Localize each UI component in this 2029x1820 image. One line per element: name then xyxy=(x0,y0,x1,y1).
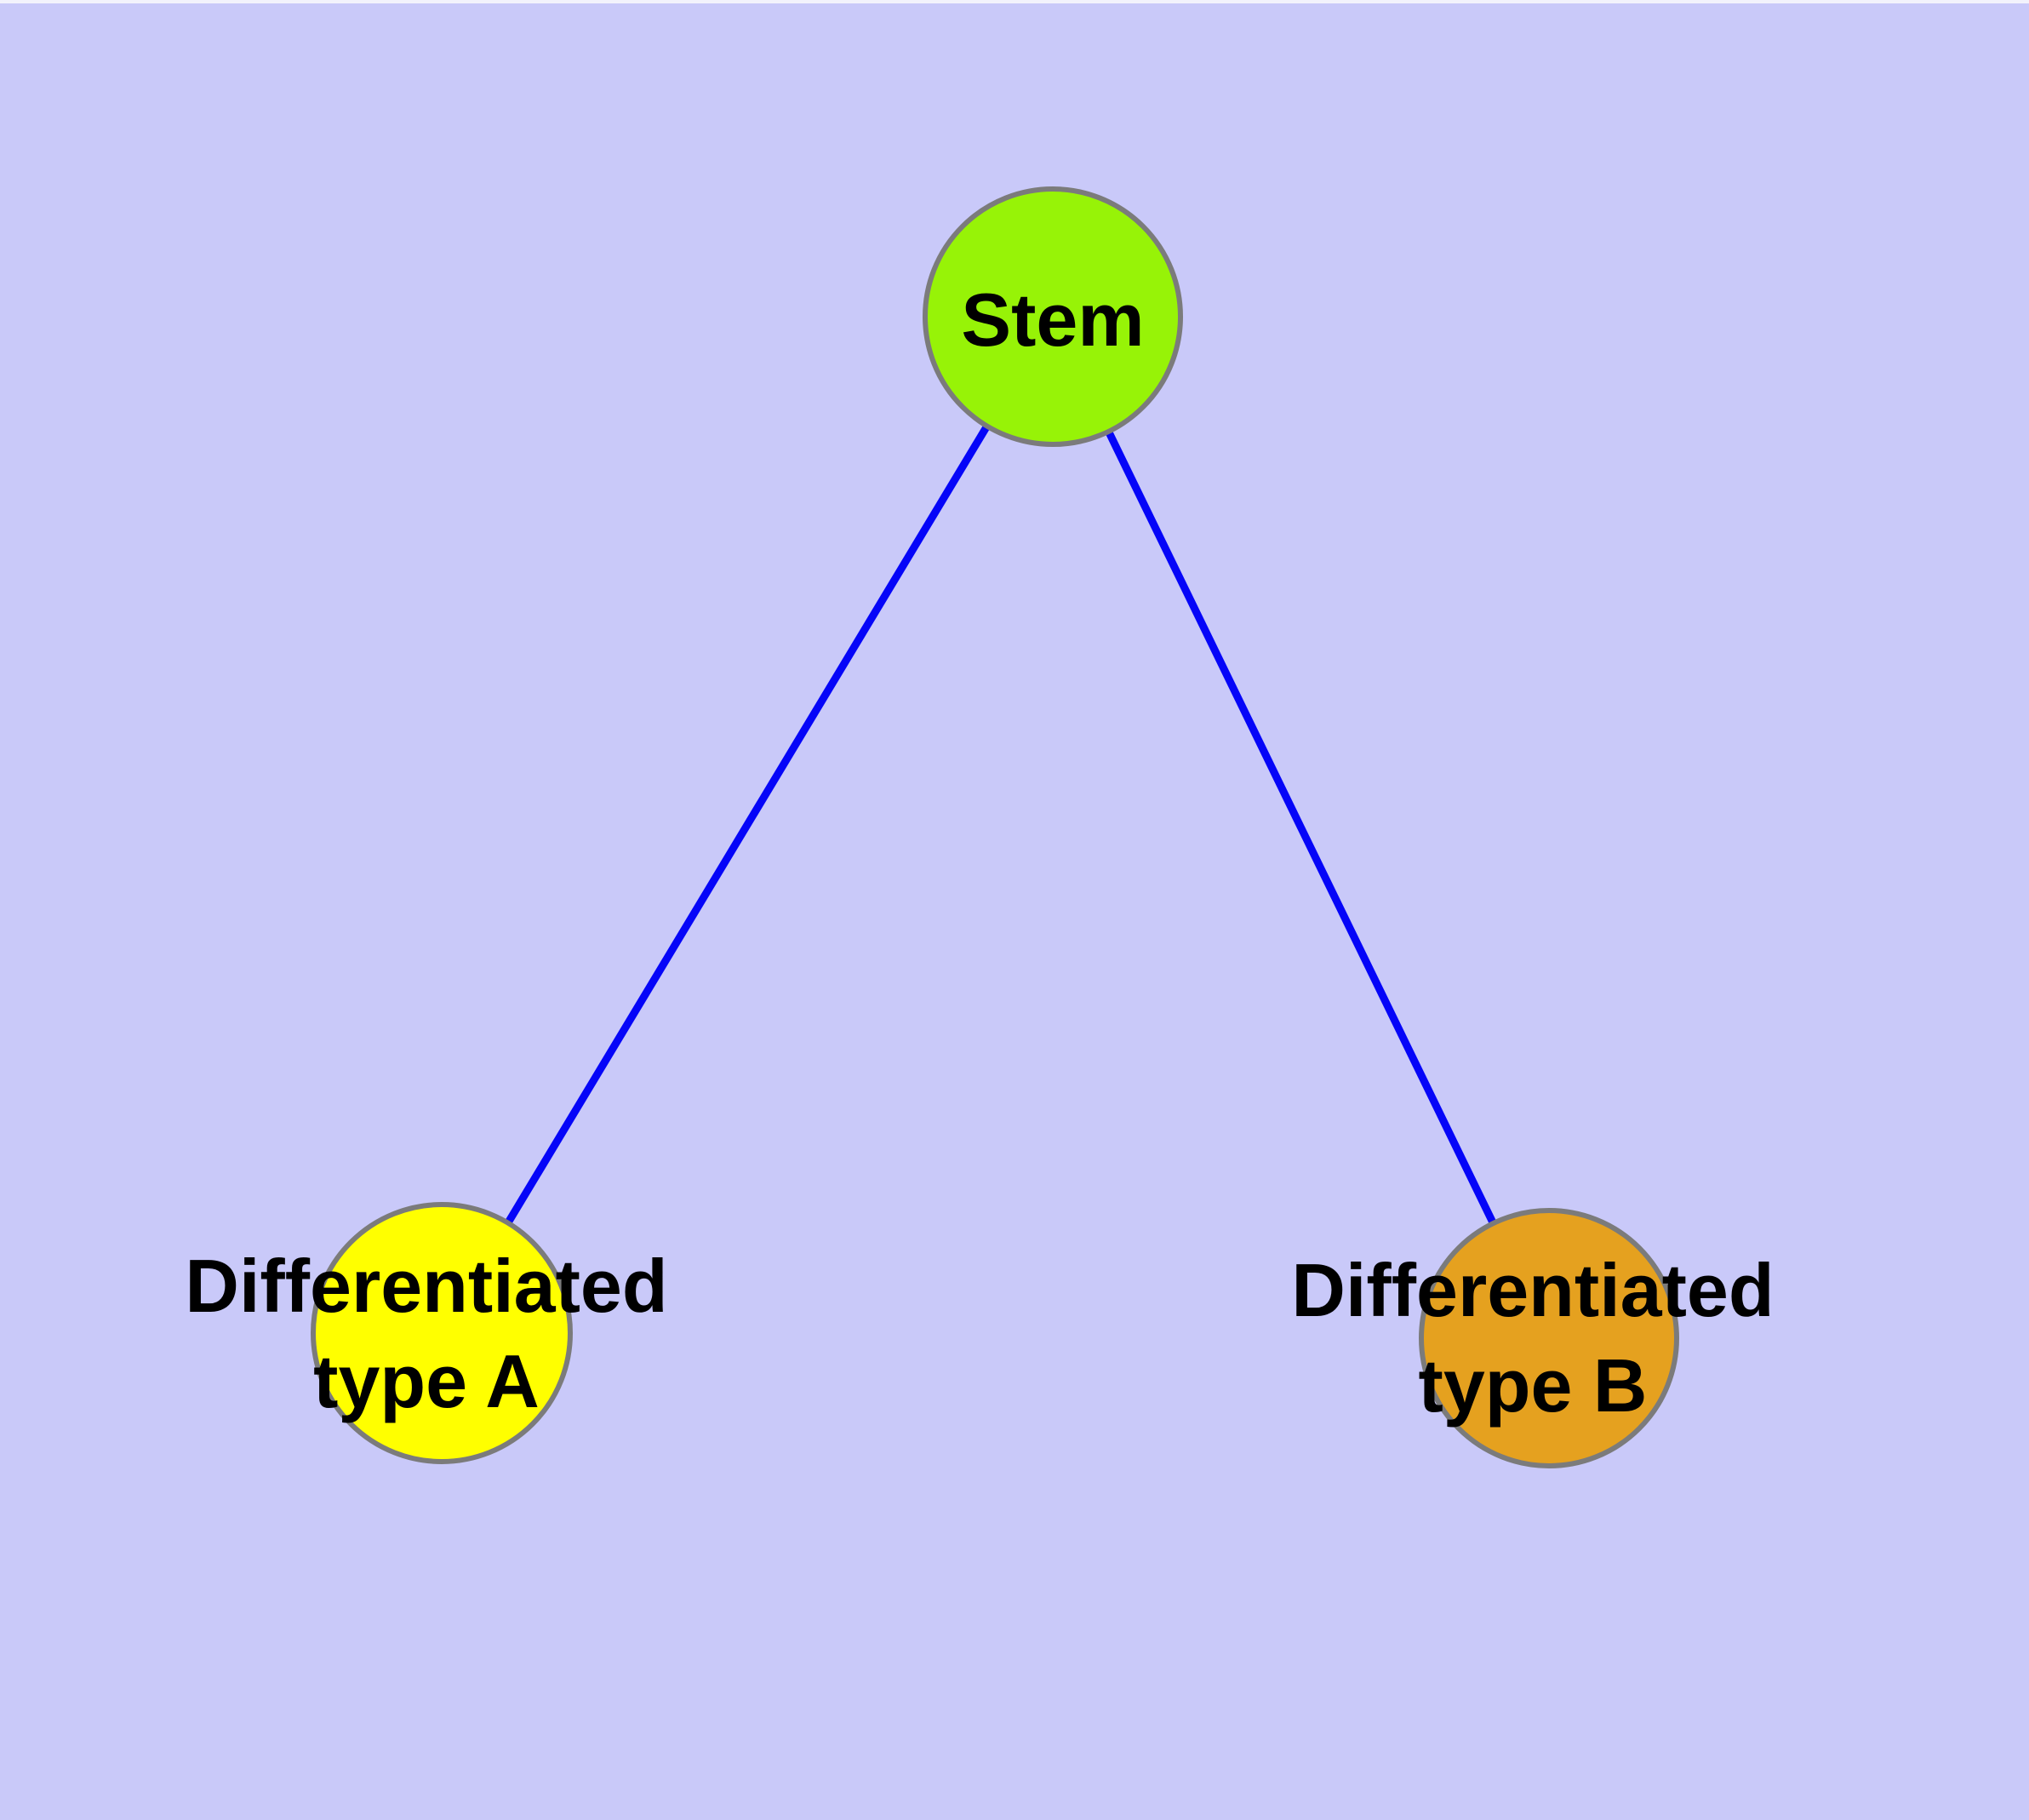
node-differentiated-type-b-label: Differentiated type B xyxy=(1291,1243,1774,1434)
node-differentiated-type-a-label-line1: Differentiated xyxy=(185,1244,668,1328)
node-differentiated-type-a-circle xyxy=(311,1202,573,1464)
edge-stem-to-type-b xyxy=(1049,315,1553,1340)
node-differentiated-type-a-label-line2: type A xyxy=(313,1339,540,1423)
node-stem-label-line: Stem xyxy=(961,278,1145,362)
top-edge-strip xyxy=(0,0,2029,3)
node-stem-circle xyxy=(923,186,1183,447)
node-differentiated-type-b-circle xyxy=(1419,1208,1679,1468)
edge-stem-to-type-a xyxy=(438,314,1056,1336)
node-differentiated-type-b-label-line1: Differentiated xyxy=(1291,1248,1775,1332)
node-stem-label: Stem xyxy=(961,272,1144,368)
node-differentiated-type-a-label: Differentiated type A xyxy=(185,1239,667,1429)
node-differentiated-type-b-label-line2: type B xyxy=(1418,1343,1648,1428)
